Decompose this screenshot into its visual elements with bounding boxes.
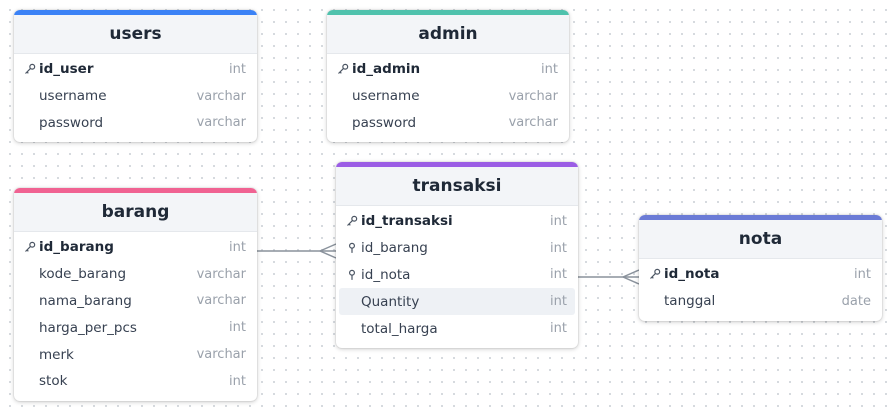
column-name: id_transaksi: [361, 213, 453, 230]
column-name: password: [39, 114, 104, 131]
column-type: int: [541, 61, 558, 77]
table-admin[interactable]: admin id_admin int username varchar password v…: [327, 10, 569, 143]
column-type: int: [229, 61, 246, 77]
crowfoot-icon: [319, 250, 337, 259]
relation-transaksi-nota[interactable]: [578, 269, 640, 285]
column-row-merk[interactable]: merk varchar: [14, 341, 257, 368]
column-row-id_nota[interactable]: id_nota int: [639, 261, 882, 288]
table-title[interactable]: nota: [639, 220, 882, 259]
column-name: username: [352, 88, 420, 105]
key-icon: [346, 215, 361, 227]
column-name: id_nota: [664, 266, 720, 283]
column-name: id_barang: [361, 240, 428, 257]
column-type: varchar: [196, 88, 246, 104]
column-row-username[interactable]: username varchar: [327, 83, 569, 110]
column-row-id_admin[interactable]: id_admin int: [327, 56, 569, 83]
column-row-id_barang[interactable]: id_barang int: [336, 235, 578, 262]
foreign-key-icon: [346, 242, 361, 254]
table-accent-bar: [336, 162, 578, 167]
column-row-id_barang[interactable]: id_barang int: [14, 234, 257, 261]
column-name: id_user: [39, 61, 94, 78]
column-type: varchar: [196, 293, 246, 309]
crowfoot-icon: [319, 243, 337, 252]
column-list: id_admin int username varchar password varcha…: [327, 54, 569, 142]
column-type: varchar: [508, 115, 558, 131]
column-type: int: [229, 320, 246, 336]
relation-barang-transaksi[interactable]: [257, 243, 337, 259]
column-type: int: [550, 213, 567, 229]
foreign-key-icon: [346, 269, 361, 281]
column-row-id_nota[interactable]: id_nota int: [336, 262, 578, 289]
column-type: int: [550, 321, 567, 337]
column-type: int: [550, 267, 567, 283]
column-name: id_nota: [361, 266, 411, 283]
column-row-quantity[interactable]: Quantity int: [339, 288, 575, 316]
column-name: password: [352, 114, 417, 131]
crowfoot-icon: [622, 269, 640, 278]
table-title[interactable]: admin: [327, 15, 569, 54]
column-row-harga_per_pcs[interactable]: harga_per_pcs int: [14, 314, 257, 341]
column-type: varchar: [508, 88, 558, 104]
table-accent-bar: [14, 188, 257, 193]
key-icon: [337, 63, 352, 75]
column-type: varchar: [196, 347, 246, 363]
key-icon: [649, 268, 664, 280]
column-type: int: [229, 239, 246, 255]
table-nota[interactable]: nota id_nota int tanggal date: [639, 215, 882, 321]
column-row-stok[interactable]: stok int: [14, 368, 257, 395]
column-name: id_barang: [39, 239, 114, 256]
table-title[interactable]: transaksi: [336, 167, 578, 206]
column-type: varchar: [196, 266, 246, 282]
column-name: merk: [39, 346, 74, 363]
column-row-total_harga[interactable]: total_harga int: [336, 315, 578, 342]
column-list: id_user int username varchar password varchar: [14, 54, 257, 142]
table-accent-bar: [327, 10, 569, 15]
column-name: kode_barang: [39, 266, 127, 283]
column-row-id_transaksi[interactable]: id_transaksi int: [336, 208, 578, 235]
table-title[interactable]: users: [14, 15, 257, 54]
column-name: id_admin: [352, 61, 421, 78]
column-row-username[interactable]: username varchar: [14, 83, 257, 110]
column-row-id_user[interactable]: id_user int: [14, 56, 257, 83]
column-type: int: [854, 266, 871, 282]
column-row-password[interactable]: password varchar: [14, 110, 257, 137]
table-users[interactable]: users id_user int username varchar password va…: [14, 10, 257, 143]
column-name: username: [39, 88, 107, 105]
column-row-kode_barang[interactable]: kode_barang varchar: [14, 261, 257, 288]
column-type: varchar: [196, 115, 246, 131]
key-icon: [24, 63, 39, 75]
column-row-nama_barang[interactable]: nama_barang varchar: [14, 288, 257, 315]
table-accent-bar: [14, 10, 257, 15]
column-name: Quantity: [361, 293, 420, 310]
crowfoot-icon: [622, 276, 640, 285]
key-icon: [24, 241, 39, 253]
column-row-password[interactable]: password varchar: [327, 110, 569, 137]
column-name: tanggal: [664, 293, 716, 310]
column-type: date: [841, 293, 871, 309]
column-list: id_nota int tanggal date: [639, 259, 882, 321]
column-name: nama_barang: [39, 292, 132, 309]
column-row-tanggal[interactable]: tanggal date: [639, 288, 882, 315]
column-type: int: [550, 240, 567, 256]
column-name: stok: [39, 373, 68, 390]
column-type: int: [229, 373, 246, 389]
column-name: harga_per_pcs: [39, 319, 137, 336]
table-title[interactable]: barang: [14, 193, 257, 232]
column-name: total_harga: [361, 320, 438, 337]
column-type: int: [550, 294, 567, 310]
table-accent-bar: [639, 215, 882, 220]
